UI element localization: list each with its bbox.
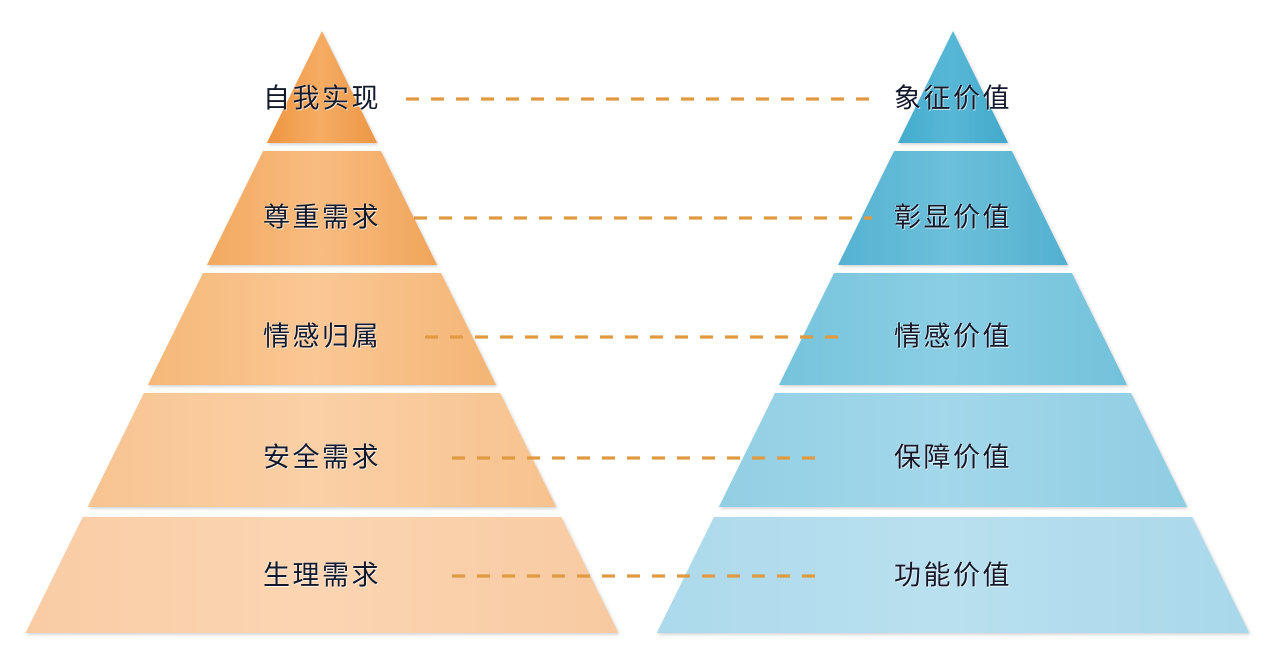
left-level-4-shape[interactable] <box>87 393 557 507</box>
left-level-3-shape[interactable] <box>147 273 497 385</box>
left-level-5-shape[interactable] <box>25 517 619 633</box>
right-level-1-shape[interactable] <box>897 31 1009 143</box>
left-level-1-shape[interactable] <box>266 31 378 143</box>
right-pyramid-group <box>656 31 1250 633</box>
left-pyramid-group <box>25 31 619 633</box>
right-level-3-shape[interactable] <box>778 273 1128 385</box>
right-level-2-shape[interactable] <box>838 151 1068 265</box>
connector-group <box>406 97 872 578</box>
left-level-2-shape[interactable] <box>206 151 438 265</box>
right-level-4-shape[interactable] <box>718 393 1188 507</box>
right-level-5-shape[interactable] <box>656 517 1250 633</box>
